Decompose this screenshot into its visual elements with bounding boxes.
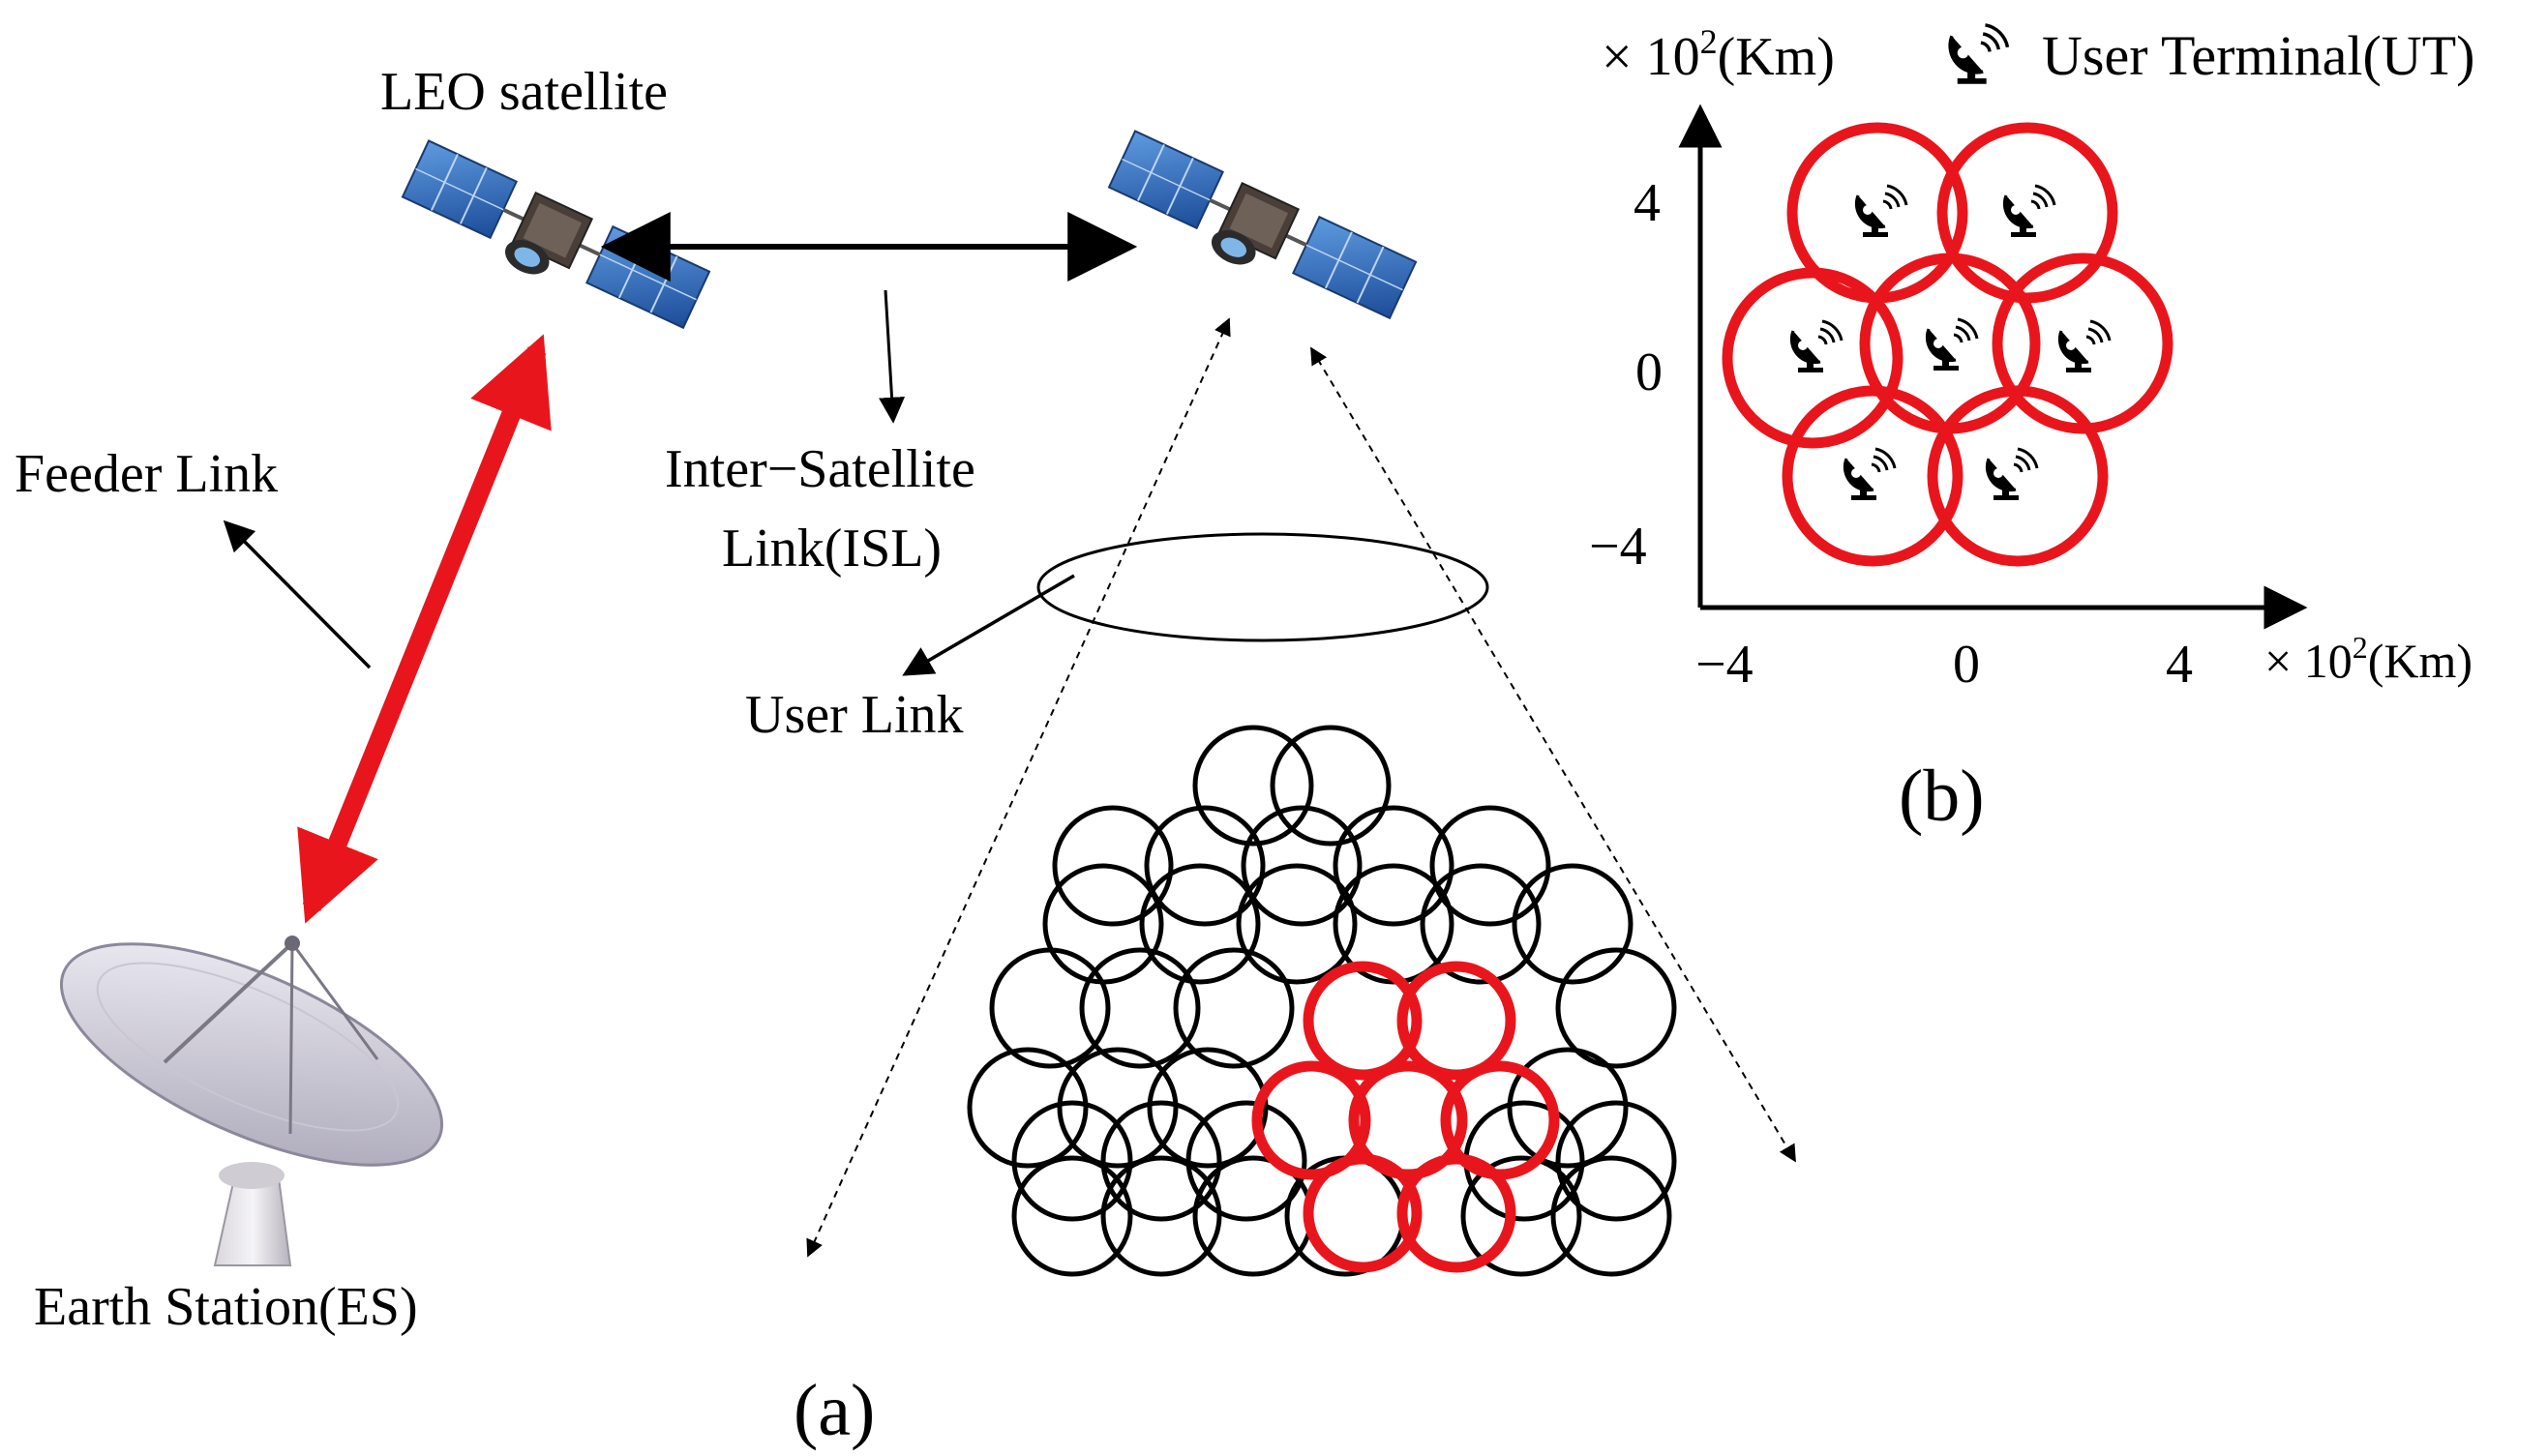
ut-cell-cluster [1722, 122, 2173, 567]
feeder-pointer-arrow [223, 520, 372, 669]
feeder-link-label: Feeder Link [15, 444, 278, 504]
earth-station-label: Earth Station(ES) [34, 1277, 418, 1337]
y-axis-unit: × 102(Km) [1602, 22, 1835, 87]
isl-label-line2: Link(ISL) [722, 519, 942, 579]
satellite-icon [1099, 129, 1419, 337]
panel-b-plot: × 102(Km) × 102(Km) 4 0 −4 −4 0 4 User T… [1589, 22, 2474, 695]
x-tick-label: −4 [1695, 635, 1754, 695]
isl-label-line1: Inter−Satellite [665, 439, 975, 499]
y-tick-label: −4 [1589, 517, 1647, 577]
beam-grid [967, 725, 1677, 1277]
y-tick-label: 4 [1634, 173, 1661, 233]
user-link-cone-right [1310, 346, 1796, 1163]
beam-cluster-highlight [1251, 961, 1560, 1273]
x-tick-label: 4 [2166, 635, 2193, 695]
feeder-link-arrow [297, 334, 552, 924]
panel-a-label: (a) [794, 1370, 875, 1451]
user-link-ellipse [1036, 532, 1489, 642]
user-link-cone-left [806, 317, 1231, 1258]
leo-satellite-label: LEO satellite [380, 62, 668, 122]
legend-user-terminal: User Terminal(UT) [2042, 24, 2474, 87]
satellite-icon [393, 138, 712, 346]
panel-b-label: (b) [1899, 756, 1985, 837]
x-axis-unit: × 102(Km) [2264, 630, 2473, 688]
isl-pointer-arrow [879, 289, 906, 424]
y-tick-label: 0 [1635, 342, 1663, 402]
dish-antenna-icon [59, 936, 444, 1266]
user-link-pointer-arrow [902, 574, 1075, 676]
x-tick-label: 0 [1953, 635, 1980, 695]
user-terminal-icon [1948, 23, 2010, 86]
user-link-label: User Link [745, 685, 964, 745]
